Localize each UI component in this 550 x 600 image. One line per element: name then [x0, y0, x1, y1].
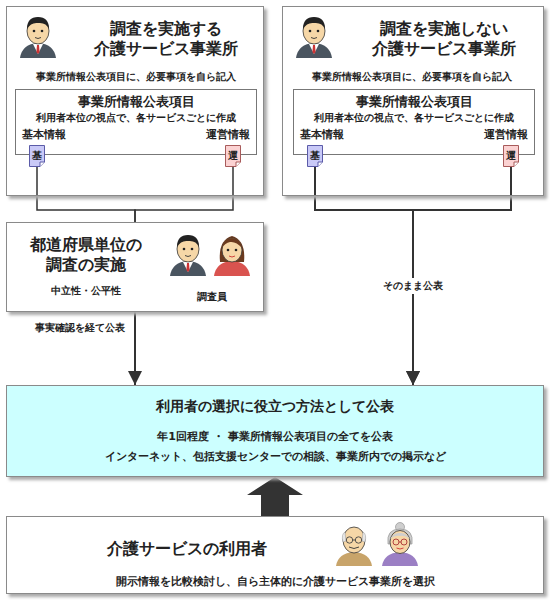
user-box: 介護サービスの利用者開示情報を比較検討し、自ら主体的に介護サービス事業所を選択 — [6, 516, 544, 594]
box-heading: 基 — [307, 150, 323, 163]
office-worker-icon — [20, 17, 56, 58]
box-text: 運営情報 — [438, 128, 528, 142]
operation-info-doc: 運 — [503, 145, 519, 167]
box-text: 調査員 — [165, 291, 259, 304]
info-items-box: 事業所情報公表項目利用者本位の視点で、各サービスごとに作成基本情報 運営情報 — [293, 89, 535, 155]
survey-box: 都道府県単位の 調査の実施中立性・公平性調査員 — [6, 222, 264, 312]
office-box: 調査を実施する 介護サービス事業所事業所情報公表項目に、必要事項を自ら記入事業所… — [6, 6, 264, 196]
office-box: 調査を実施しない 介護サービス事業所事業所情報公表項目に、必要事項を自ら記入事業… — [282, 6, 544, 196]
box-text: 運営情報 — [160, 128, 250, 142]
edge-label: 事実確認を経て公表 — [32, 320, 128, 336]
basic-info-doc: 基 — [307, 145, 323, 167]
connector — [135, 167, 233, 222]
box-text: 基本情報 — [300, 128, 390, 142]
elderly-user-icon — [382, 523, 418, 567]
block-arrow — [247, 477, 303, 516]
basic-info-doc: 基 — [29, 145, 45, 167]
connector — [315, 167, 413, 385]
box-text: 事業所情報公表項目に、必要事項を自ら記入 — [11, 71, 261, 84]
office-worker-icon — [296, 17, 332, 58]
box-heading: 調査を実施する 介護サービス事業所 — [75, 19, 257, 59]
box-heading: 基 — [29, 150, 45, 163]
elderly-user-icon — [336, 527, 372, 566]
box-heading: 運 — [225, 150, 241, 163]
box-heading: 運 — [503, 150, 519, 163]
surveyor-icon — [214, 236, 250, 276]
operation-info-doc: 運 — [225, 145, 241, 167]
box-heading: 介護サービスの利用者 — [47, 539, 327, 559]
surveyor-icon — [170, 235, 206, 276]
box-heading: 調査を実施しない 介護サービス事業所 — [353, 19, 535, 59]
publication-box: 利用者の選択に役立つ方法として公表年1回程度 ・ 事業所情報公表項目の全てを公表… — [6, 385, 544, 477]
connector — [37, 167, 135, 222]
box-text: 中立性・公平性 — [13, 285, 159, 298]
info-items-box: 事業所情報公表項目利用者本位の視点で、各サービスごとに作成基本情報 運営情報 — [15, 89, 257, 155]
box-text: 利用者本位の視点で、各サービスごとに作成 — [16, 112, 256, 125]
box-text: インターネット、包括支援センターでの相談、事業所内での掲示など — [7, 450, 543, 464]
edge-label: そのまま公表 — [380, 278, 446, 294]
connector — [413, 167, 511, 385]
box-heading: 利用者の選択に役立つ方法として公表 — [7, 398, 543, 416]
box-heading: 事業所情報公表項目 — [16, 94, 256, 110]
box-text: 開示情報を比較検討し、自ら主体的に介護サービス事業所を選択 — [7, 575, 543, 588]
box-text: 利用者本位の視点で、各サービスごとに作成 — [294, 112, 534, 125]
box-heading: 事業所情報公表項目 — [294, 94, 534, 110]
box-heading: 都道府県単位の 調査の実施 — [13, 235, 159, 275]
connector — [134, 312, 136, 385]
box-text: 年1回程度 ・ 事業所情報公表項目の全てを公表 — [7, 430, 543, 444]
box-text: 基本情報 — [22, 128, 112, 142]
box-text: 事業所情報公表項目に、必要事項を自ら記入 — [287, 71, 537, 84]
